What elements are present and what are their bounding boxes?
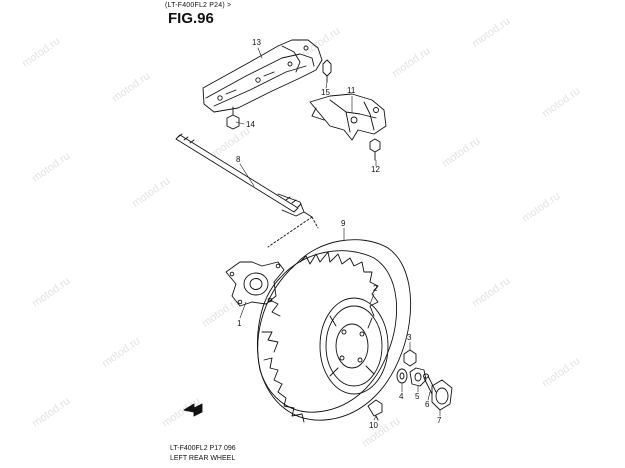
callout-13: 13 — [252, 38, 261, 47]
front-direction-arrow — [183, 403, 203, 417]
bolt-15-drawing — [322, 59, 332, 83]
tire-drawing — [257, 239, 411, 423]
callout-14: 14 — [246, 120, 255, 129]
callout-6: 6 — [425, 400, 430, 409]
bracket-drawing — [309, 93, 387, 141]
cotter-pin-drawing — [423, 373, 437, 395]
bolt-12-drawing — [369, 138, 381, 161]
rear-axle-drawing — [175, 133, 319, 248]
callout-9: 9 — [341, 219, 346, 228]
callout-15: 15 — [321, 88, 330, 97]
valve-drawing — [367, 399, 383, 421]
wheel-nut-drawing — [409, 367, 427, 387]
hub-nut-drawing — [403, 349, 417, 367]
callout-5: 5 — [415, 392, 420, 401]
axle-guard-drawing — [202, 39, 323, 113]
model-reference: (LT-F400FL2 P24) > — [165, 2, 232, 9]
diagram-code: LT-F400FL2 P17 096 — [170, 445, 236, 452]
callout-10: 10 — [369, 421, 378, 430]
nut-14-drawing — [226, 106, 240, 130]
callout-8: 8 — [236, 155, 241, 164]
rim-drawing — [319, 297, 389, 395]
diagram-caption: LEFT REAR WHEEL — [170, 455, 236, 462]
leader-lines — [235, 47, 441, 421]
callout-2: 2 — [373, 284, 378, 293]
callout-12: 12 — [371, 165, 380, 174]
callout-1: 1 — [237, 319, 242, 328]
figure-title: FIG.96 — [168, 10, 214, 27]
callout-7: 7 — [437, 416, 442, 425]
callout-11: 11 — [347, 86, 356, 95]
washer-drawing — [396, 368, 408, 384]
callout-4: 4 — [399, 392, 404, 401]
callout-3: 3 — [407, 333, 412, 342]
hub-cap-drawing — [431, 379, 453, 411]
